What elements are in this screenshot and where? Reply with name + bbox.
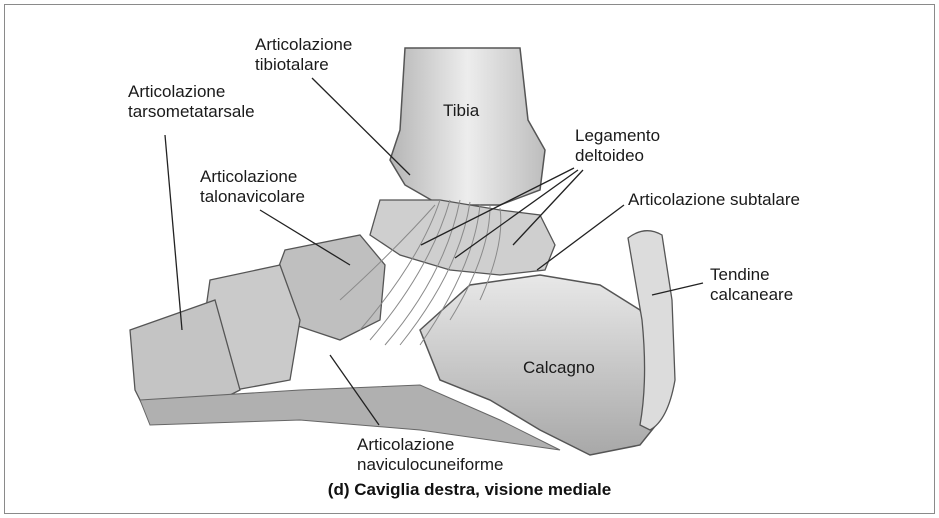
label-legamento-deltoideo: Legamento deltoideo bbox=[575, 126, 660, 166]
label-tibia: Tibia bbox=[443, 101, 479, 121]
label-tendine-calcaneare: Tendine calcaneare bbox=[710, 265, 793, 305]
label-articolazione-subtalare: Articolazione subtalare bbox=[628, 190, 800, 210]
label-calcagno: Calcagno bbox=[523, 358, 595, 378]
label-articolazione-naviculocuneiforme: Articolazione naviculocuneiforme bbox=[357, 435, 503, 475]
label-articolazione-talonavicolare: Articolazione talonavicolare bbox=[200, 167, 305, 207]
talus-bone bbox=[370, 200, 555, 275]
label-articolazione-tibiotalare: Articolazione tibiotalare bbox=[255, 35, 352, 75]
label-articolazione-tarsometatarsale: Articolazione tarsometatarsale bbox=[128, 82, 255, 122]
figure-caption: (d) Caviglia destra, visione mediale bbox=[0, 480, 939, 500]
tibia-bone bbox=[390, 48, 545, 205]
